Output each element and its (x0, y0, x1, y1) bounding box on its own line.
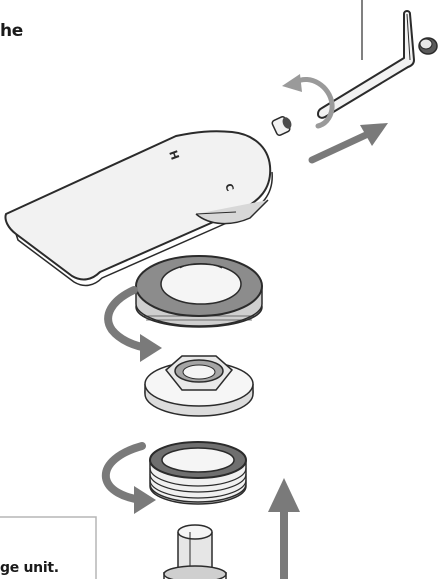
rotation-arrow-ring (106, 446, 156, 514)
index-cap (419, 38, 437, 54)
callout-text-fragment: ge unit. (0, 560, 59, 576)
dome-cover (136, 256, 262, 327)
set-screw (271, 116, 293, 136)
removal-arrow (312, 123, 388, 160)
cartridge-stem (164, 525, 226, 579)
threaded-ring (150, 442, 246, 504)
insert-arrow (268, 478, 300, 579)
hex-nut (145, 356, 253, 416)
